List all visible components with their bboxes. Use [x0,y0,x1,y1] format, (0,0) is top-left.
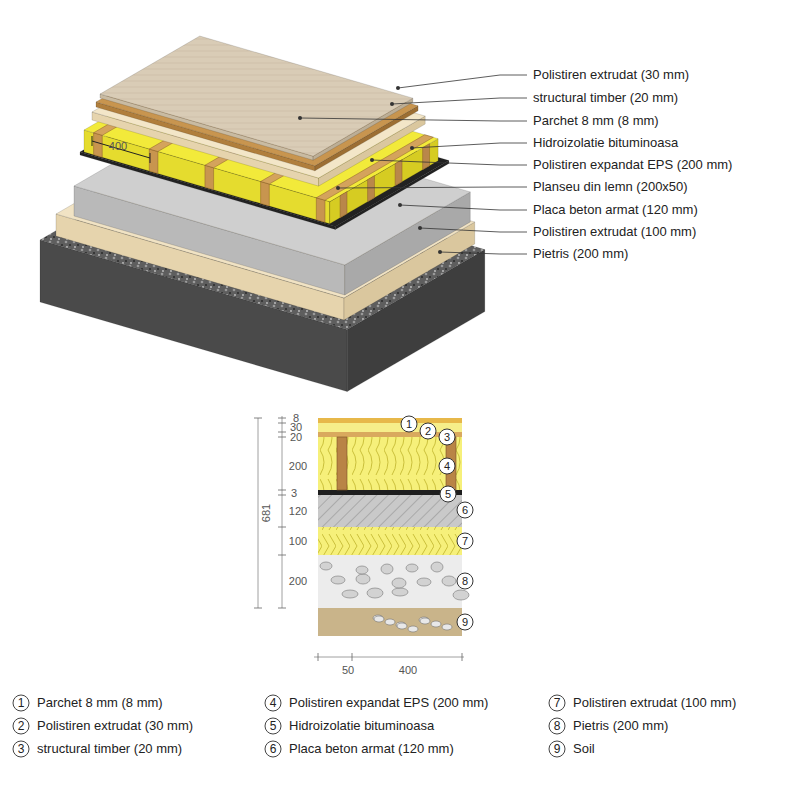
leader-dot [410,146,414,150]
callout-number: 3 [439,429,456,446]
layer-label: structural timber (20 mm) [533,91,678,106]
leader-dot [298,116,302,120]
eps-section [318,437,462,490]
leader-line [338,187,527,188]
xps-bottom-section [318,527,462,555]
callout-number: 6 [457,502,474,519]
parquet-floor [100,36,413,160]
legend-text: Placa beton armat (120 mm) [289,742,454,757]
joist-section [337,437,347,490]
dimension-label: 3 [291,487,297,500]
legend-text: Soil [573,742,595,757]
soil-section [318,608,462,636]
layer-label: Hidroizolatie bituminoasa [533,136,678,151]
leader-dot [398,203,402,207]
legend-text: Polistiren expandat EPS (200 mm) [289,696,488,711]
legend-number: 8 [549,718,566,735]
legend-text: Polistiren extrudat (30 mm) [37,719,193,734]
callout-number: 8 [457,573,474,590]
dimension-label: 120 [289,505,307,518]
leader-dot [418,226,422,230]
leader-dot [390,102,394,106]
legend-number: 5 [265,718,282,735]
gravel-section [318,555,462,608]
legend-text: Hidroizolatie bituminoasa [289,719,434,734]
dimension-label: 200 [289,575,307,588]
dimension-label: 681 [260,504,273,522]
legend-text: structural timber (20 mm) [37,742,182,757]
legend-number: 7 [549,695,566,712]
legend-number: 6 [265,741,282,758]
legend-number: 1 [13,695,30,712]
layer-label: Planseu din lemn (200x50) [533,180,688,195]
legend-text: Pietris (200 mm) [573,719,668,734]
callout-number: 2 [420,423,437,440]
leader-line [440,252,527,254]
leader-dot [370,158,374,162]
layer-label: Placa beton armat (120 mm) [533,203,698,218]
legend-number: 2 [13,718,30,735]
layer-label: Parchet 8 mm (8 mm) [533,114,659,129]
leader-line [372,160,527,165]
leader-line [300,118,527,121]
leader-dot [336,186,340,190]
callout-number: 5 [440,486,457,503]
callout-number: 1 [401,416,418,433]
legend-text: Parchet 8 mm (8 mm) [37,696,163,711]
dimension-label: 400 [399,664,417,677]
legend-number: 4 [265,695,282,712]
layer-label: Polistiren extrudat (100 mm) [533,225,696,240]
leader-dot [438,250,442,254]
leader-line [412,143,527,148]
dimension-label: 200 [289,460,307,473]
leader-line [398,75,527,88]
leader-line [392,98,527,104]
leader-line [420,228,527,232]
spacing-dimension [92,136,150,163]
layer-label: Polistiren expandat EPS (200 mm) [533,158,732,173]
dimension-label: 400 [109,140,127,153]
layer-label: Polistiren extrudat (30 mm) [533,68,689,83]
concrete-section [318,495,462,527]
dimension-label: 20 [290,431,302,444]
legend-text: Polistiren extrudat (100 mm) [573,696,736,711]
layer-label: Pietris (200 mm) [533,247,628,262]
legend-number: 3 [13,741,30,758]
callout-number: 9 [457,614,474,631]
dimension-label: 100 [289,535,307,548]
leader-line [400,205,527,210]
parquet-section [318,418,462,423]
dimension-label: 50 [342,664,354,677]
leader-dot [396,86,400,90]
callout-number: 7 [457,533,474,550]
callout-number: 4 [439,458,456,475]
legend-number: 9 [549,741,566,758]
